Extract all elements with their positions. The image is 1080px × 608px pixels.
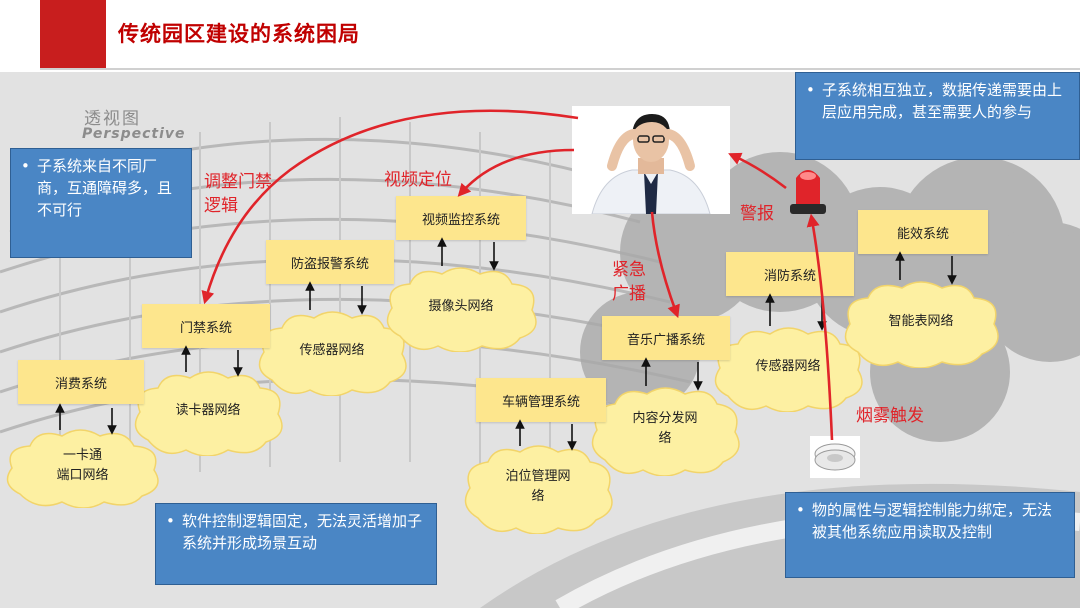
cloud-content-network: 内容分发网络 <box>585 382 745 476</box>
cloud-content-line1: 内容分发网 <box>632 411 698 426</box>
cloud-content-line2: 络 <box>658 431 672 446</box>
flow-emergency-line1: 紧急 <box>612 260 646 280</box>
flow-adjust-line2: 逻辑 <box>204 196 238 216</box>
cloud-meter-network: 智能表网络 <box>838 276 1004 368</box>
title-divider <box>40 68 1080 70</box>
cloud-reader-label: 读卡器网络 <box>175 403 241 418</box>
header-red-block <box>40 0 106 68</box>
cloud-sensor-network-1: 传感器网络 <box>252 306 412 396</box>
system-vehicle: 车辆管理系统 <box>476 378 606 422</box>
note-independent: 子系统相互独立，数据传递需要由上层应用完成，甚至需要人的参与 <box>795 72 1080 160</box>
note-fixed-logic: 软件控制逻辑固定，无法灵活增加子系统并形成场景互动 <box>155 503 437 585</box>
system-energy: 能效系统 <box>858 210 988 254</box>
cloud-sensor2-label: 传感器网络 <box>755 359 821 374</box>
cloud-parking-line1: 泊位管理网 <box>505 469 571 484</box>
cloud-sensor1-label: 传感器网络 <box>299 343 365 358</box>
cloud-reader-network: 读卡器网络 <box>128 366 288 456</box>
system-broadcast: 音乐广播系统 <box>602 316 730 360</box>
cloud-card-network: 一卡通端口网络 <box>0 424 165 508</box>
flow-adjust-line1: 调整门禁 <box>204 172 272 192</box>
note-binding: 物的属性与逻辑控制能力绑定，无法被其他系统应用读取及控制 <box>785 492 1075 578</box>
flow-video-locate-label: 视频定位 <box>384 170 452 190</box>
page-title: 传统园区建设的系统困局 <box>118 22 360 46</box>
cloud-meter-label: 智能表网络 <box>888 314 954 329</box>
system-access: 门禁系统 <box>142 304 270 348</box>
note-vendors: 子系统来自不同厂商，互通障碍多，且不可行 <box>10 148 192 258</box>
cloud-card-line1: 一卡通 <box>62 448 102 463</box>
cloud-camera-network: 摄像头网络 <box>380 262 542 352</box>
alarm-siren-icon <box>790 170 826 214</box>
flow-alarm-label: 警报 <box>740 204 774 224</box>
flow-emergency-line2: 广播 <box>612 284 646 304</box>
cloud-parking-line2: 络 <box>531 489 545 504</box>
system-consume: 消费系统 <box>18 360 144 404</box>
flow-smoke-label: 烟雾触发 <box>856 406 924 426</box>
cloud-camera-label: 摄像头网络 <box>428 299 494 314</box>
system-alarm: 防盗报警系统 <box>266 240 394 284</box>
stressed-person-image <box>572 106 730 214</box>
smoke-detector-icon <box>810 436 860 478</box>
cloud-card-line2: 端口网络 <box>56 468 109 483</box>
system-fire: 消防系统 <box>726 252 854 296</box>
flow-emergency-label: 紧急 广播 <box>612 258 646 306</box>
watermark-cn: 透视图 <box>84 109 141 129</box>
cloud-parking-network: 泊位管理网络 <box>458 440 618 534</box>
system-video: 视频监控系统 <box>396 196 526 240</box>
watermark-en: Perspective <box>82 126 186 142</box>
flow-adjust-label: 调整门禁 逻辑 <box>204 170 272 218</box>
